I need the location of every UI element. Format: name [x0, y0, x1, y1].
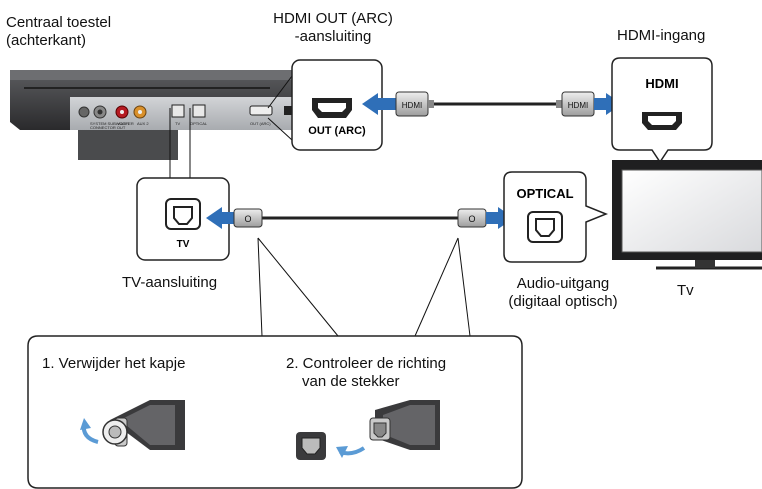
optical-arrow-left: [206, 207, 222, 229]
hdmi-out-connector-label: HDMI OUT (ARC) -aansluiting: [273, 10, 393, 45]
svg-text:AUX 2: AUX 2: [137, 121, 149, 126]
svg-text:O: O: [244, 214, 251, 224]
hdmi-port-label: HDMI: [645, 76, 678, 91]
out-arc-port-label: OUT (ARC): [308, 125, 366, 137]
step2-illustration: [296, 400, 440, 460]
svg-text:HDMI: HDMI: [568, 101, 588, 110]
step1-illustration: [80, 400, 185, 450]
svg-text:TV: TV: [175, 121, 180, 126]
svg-text:HDMI: HDMI: [402, 101, 422, 110]
hdmi-arrow-left: [362, 93, 378, 115]
main-unit-label: Centraal toestel (achterkant): [6, 14, 112, 49]
optical-port-label: OPTICAL: [516, 186, 573, 201]
tv-connector-label: TV-aansluiting: [122, 274, 218, 291]
audio-output-label: Audio-uitgang (digitaal optisch): [508, 275, 618, 310]
tv-connector-callout: TV: [136, 177, 230, 261]
optical-cable: O O: [206, 207, 514, 229]
hdmi-input-callout: HDMI: [611, 57, 713, 164]
hdmi-cable: HDMI HDMI: [362, 91, 622, 117]
svg-text:CONNECTOR OUT: CONNECTOR OUT: [90, 125, 126, 130]
hdmi-input-label: HDMI-ingang: [617, 27, 706, 44]
insert-arrow-icon: [336, 446, 348, 458]
step2-text: 2. Controleer de richting van de stekker: [286, 355, 447, 390]
main-unit: SYSTEM SUBWOOFER CONNECTOR OUT AUX 1 AUX…: [10, 70, 292, 160]
tv-label: Tv: [677, 282, 694, 299]
tv: [612, 160, 762, 270]
svg-text:OPTICAL: OPTICAL: [190, 121, 208, 126]
svg-text:O: O: [468, 214, 475, 224]
svg-text:SYSTEM SUBWOOFER: SYSTEM SUBWOOFER: [90, 121, 134, 126]
step1-text: 1. Verwijder het kapje: [42, 355, 186, 372]
callout-lines: [169, 75, 471, 337]
svg-text:OUT (ARC): OUT (ARC): [250, 121, 271, 126]
svg-text:AUX 1: AUX 1: [118, 121, 130, 126]
tv-port-label: TV: [177, 239, 190, 250]
optical-output-callout: OPTICAL: [503, 171, 609, 263]
rotate-arrow-icon: [80, 418, 91, 430]
